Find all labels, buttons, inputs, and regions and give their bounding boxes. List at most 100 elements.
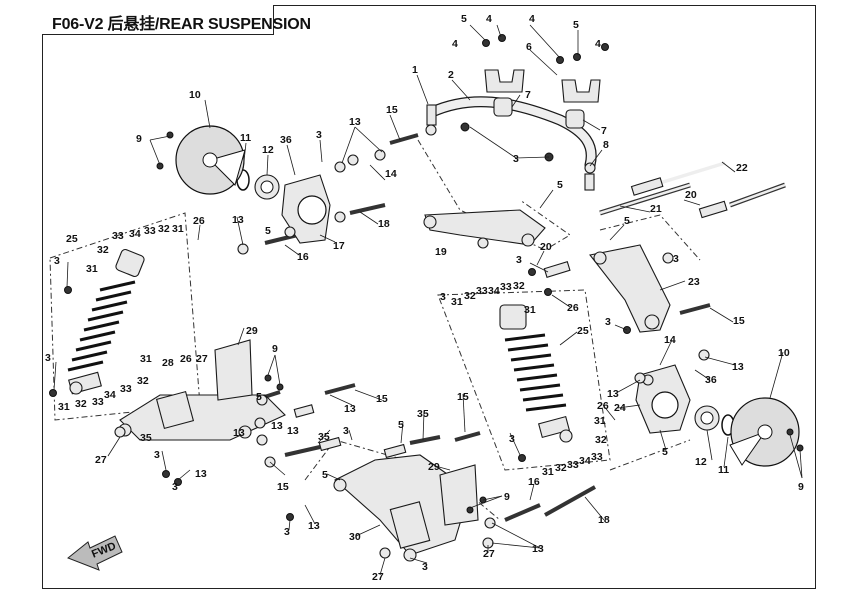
- callout-7: 7: [601, 125, 607, 137]
- callout-3: 3: [316, 129, 322, 141]
- callout-3: 3: [440, 291, 446, 303]
- callout-20: 20: [685, 189, 697, 201]
- callout-19: 19: [435, 246, 447, 258]
- callout-18: 18: [378, 218, 390, 230]
- callout-26: 26: [193, 215, 205, 227]
- callout-33: 33: [120, 383, 132, 395]
- callout-28: 28: [162, 357, 174, 369]
- callout-32: 32: [137, 375, 149, 387]
- callout-2: 2: [448, 69, 454, 81]
- callout-25: 25: [577, 325, 589, 337]
- callout-27: 27: [196, 353, 208, 365]
- hub-outline: [609, 439, 691, 471]
- callout-34: 34: [488, 285, 500, 297]
- callout-26: 26: [180, 353, 192, 365]
- upper-arm-outline: [417, 139, 571, 251]
- bolt-16-lower: [504, 503, 541, 522]
- callout-4: 4: [595, 38, 601, 50]
- callout-29: 29: [428, 461, 440, 473]
- skid-plate-left: [214, 339, 253, 401]
- bushing-left: [493, 97, 513, 117]
- shock-absorber-left: [67, 248, 145, 395]
- callout-31: 31: [86, 263, 98, 275]
- shock-absorber-right: [499, 304, 573, 443]
- callout-numbers: 1 2 3 4 4 4 4 5 5 6 7 7 8 5 22 20 21 5 2…: [45, 13, 804, 583]
- callout-8: 8: [603, 139, 609, 151]
- callout-33: 33: [144, 225, 156, 237]
- callout-4: 4: [452, 38, 458, 50]
- callout-21: 21: [650, 203, 662, 215]
- callout-31: 31: [451, 296, 463, 308]
- callout-33: 33: [476, 285, 488, 297]
- callout-20: 20: [540, 241, 552, 253]
- callout-13: 13: [607, 388, 619, 400]
- bolt-15-center-right: [454, 431, 481, 442]
- callout-9: 9: [504, 491, 510, 503]
- callout-3: 3: [673, 253, 679, 265]
- callout-14: 14: [385, 168, 397, 180]
- callout-13: 13: [344, 403, 356, 415]
- callout-22: 22: [736, 162, 748, 174]
- callout-11: 11: [718, 464, 729, 476]
- callout-13: 13: [308, 520, 320, 532]
- bolt-15-center: [409, 435, 441, 445]
- callout-32: 32: [158, 223, 170, 235]
- left-shock-group-outline: [49, 212, 201, 421]
- stabilizer-link-right: [584, 162, 596, 191]
- callout-33: 33: [591, 451, 603, 463]
- nut: [460, 122, 470, 132]
- callout-17: 17: [333, 240, 345, 252]
- diagram-frame: [42, 5, 816, 589]
- callout-27: 27: [95, 454, 107, 466]
- callout-13: 13: [271, 420, 283, 432]
- brake-disc-left: [175, 125, 246, 195]
- callout-5: 5: [256, 391, 262, 403]
- callout-5: 5: [557, 179, 563, 191]
- right-shock-group-outline: [437, 289, 611, 471]
- callout-12: 12: [262, 144, 274, 156]
- callout-29: 29: [246, 325, 258, 337]
- brake-disc-right: [729, 397, 800, 467]
- callout-3: 3: [605, 316, 611, 328]
- callout-3: 3: [45, 352, 51, 364]
- spacer-tube-35b: [383, 443, 407, 459]
- callout-34: 34: [129, 228, 141, 240]
- bolt-15-top: [389, 133, 419, 145]
- callout-5: 5: [265, 225, 271, 237]
- callout-27: 27: [483, 548, 495, 560]
- callout-13: 13: [349, 116, 361, 128]
- callout-15: 15: [277, 481, 289, 493]
- callout-10: 10: [189, 89, 201, 101]
- callout-36: 36: [280, 134, 292, 146]
- callout-35: 35: [140, 432, 152, 444]
- callout-32: 32: [75, 398, 87, 410]
- bushing-right: [565, 109, 585, 129]
- callout-11: 11: [240, 132, 251, 144]
- callout-14: 14: [664, 334, 676, 346]
- callout-9: 9: [272, 343, 278, 355]
- callout-23: 23: [688, 276, 700, 288]
- callout-32: 32: [513, 280, 525, 292]
- bolt: [482, 39, 490, 47]
- bolt-15-left: [324, 383, 356, 395]
- callout-24: 24: [614, 402, 626, 414]
- bolt: [601, 43, 609, 51]
- callout-15: 15: [386, 104, 398, 116]
- callout-31: 31: [524, 304, 536, 316]
- title-box: [42, 5, 274, 35]
- callout-31: 31: [172, 223, 184, 235]
- callout-5: 5: [573, 19, 579, 31]
- callout-31: 31: [140, 353, 152, 365]
- callout-16: 16: [528, 476, 540, 488]
- diagram-title: F06-V2 后悬挂/REAR SUSPENSION: [52, 16, 311, 33]
- bushing-bracket-left: [484, 69, 525, 93]
- callout-9: 9: [798, 481, 804, 493]
- callout-13: 13: [532, 543, 544, 555]
- callout-25: 25: [66, 233, 78, 245]
- callout-33: 33: [567, 459, 579, 471]
- callout-5: 5: [322, 469, 328, 481]
- callout-4: 4: [529, 13, 535, 25]
- callout-13: 13: [732, 361, 744, 373]
- callout-13: 13: [232, 214, 244, 226]
- callout-3: 3: [172, 481, 178, 493]
